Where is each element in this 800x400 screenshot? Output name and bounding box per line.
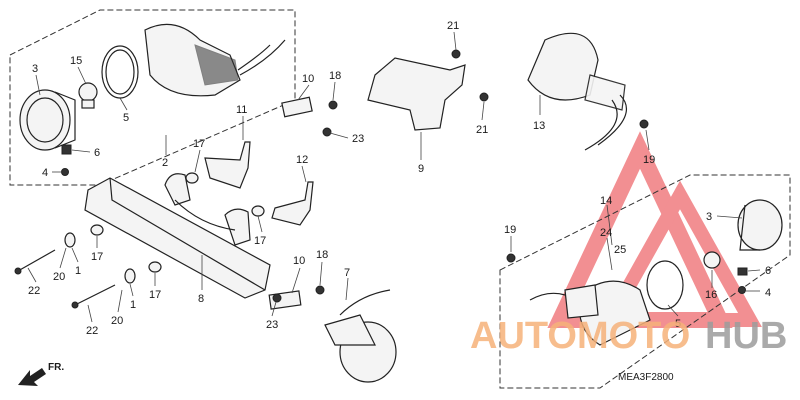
callout-10: 10: [302, 73, 314, 85]
watermark-wordmark: AUTOMOTO HUB: [470, 315, 787, 357]
diagram-code: MEA3F2800: [618, 372, 674, 383]
callout-7: 7: [344, 267, 350, 279]
callout-25: 25: [614, 244, 626, 256]
callout-14: 14: [600, 195, 612, 207]
leader-lines: [27, 31, 761, 323]
callout-24: 24: [600, 227, 612, 239]
callout-21: 21: [447, 20, 459, 32]
callout-16: 16: [705, 289, 717, 301]
stay-12: [271, 181, 314, 226]
callout-19: 19: [504, 224, 516, 236]
callout-20: 20: [53, 271, 65, 283]
callout-4: 4: [765, 287, 771, 299]
front-direction-indicator: FR.: [18, 362, 64, 386]
callout-1: 1: [130, 299, 136, 311]
callout-22: 22: [86, 325, 98, 337]
stay-11: [204, 141, 251, 189]
callout-15: 15: [70, 55, 82, 67]
callout-19: 19: [643, 154, 655, 166]
callout-10: 10: [293, 255, 305, 267]
callout-21: 21: [476, 124, 488, 136]
turn-signal-13: [527, 32, 628, 151]
watermark-text-hub: HUB: [705, 315, 787, 357]
callout-1: 1: [75, 265, 81, 277]
callout-9: 9: [418, 163, 424, 175]
callout-23: 23: [266, 319, 278, 331]
callout-13: 13: [533, 120, 545, 132]
callout-5: 5: [123, 112, 129, 124]
main-bracket: [84, 173, 271, 299]
callout-17: 17: [91, 251, 103, 263]
callout-17: 17: [149, 289, 161, 301]
hardware-small: [14, 49, 649, 309]
callout-5: 5: [675, 318, 681, 330]
callout-2: 2: [162, 157, 168, 169]
callout-11: 11: [236, 104, 247, 116]
callouts: 3 15 5 6 4 2 17 11 10 18 23 21 21 9 13 1…: [28, 20, 771, 337]
callout-6: 6: [765, 265, 771, 277]
callout-17: 17: [193, 138, 205, 150]
watermark-text-auto: AUTOMOTO: [470, 315, 690, 357]
plate-10-upper: [281, 96, 313, 118]
callout-22: 22: [28, 285, 40, 297]
callout-3: 3: [706, 211, 712, 223]
frame-left-turn-signal: [9, 9, 296, 186]
callout-3: 3: [32, 63, 38, 75]
front-label: FR.: [48, 362, 64, 373]
right-turn-signal-assembly: [529, 199, 783, 346]
bracket-9: [367, 57, 466, 131]
front-arrow-icon: [18, 368, 46, 386]
frame-right-turn-signal: [499, 174, 791, 389]
callout-12: 12: [296, 154, 308, 166]
callout-18: 18: [329, 70, 341, 82]
callout-18: 18: [316, 249, 328, 261]
callout-17: 17: [254, 235, 266, 247]
callout-6: 6: [94, 147, 100, 159]
callout-8: 8: [198, 293, 204, 305]
left-turn-signal-assembly: [19, 23, 286, 176]
callout-20: 20: [111, 315, 123, 327]
turn-signal-7: [324, 289, 397, 383]
callout-4: 4: [42, 167, 48, 179]
callout-23: 23: [352, 133, 364, 145]
